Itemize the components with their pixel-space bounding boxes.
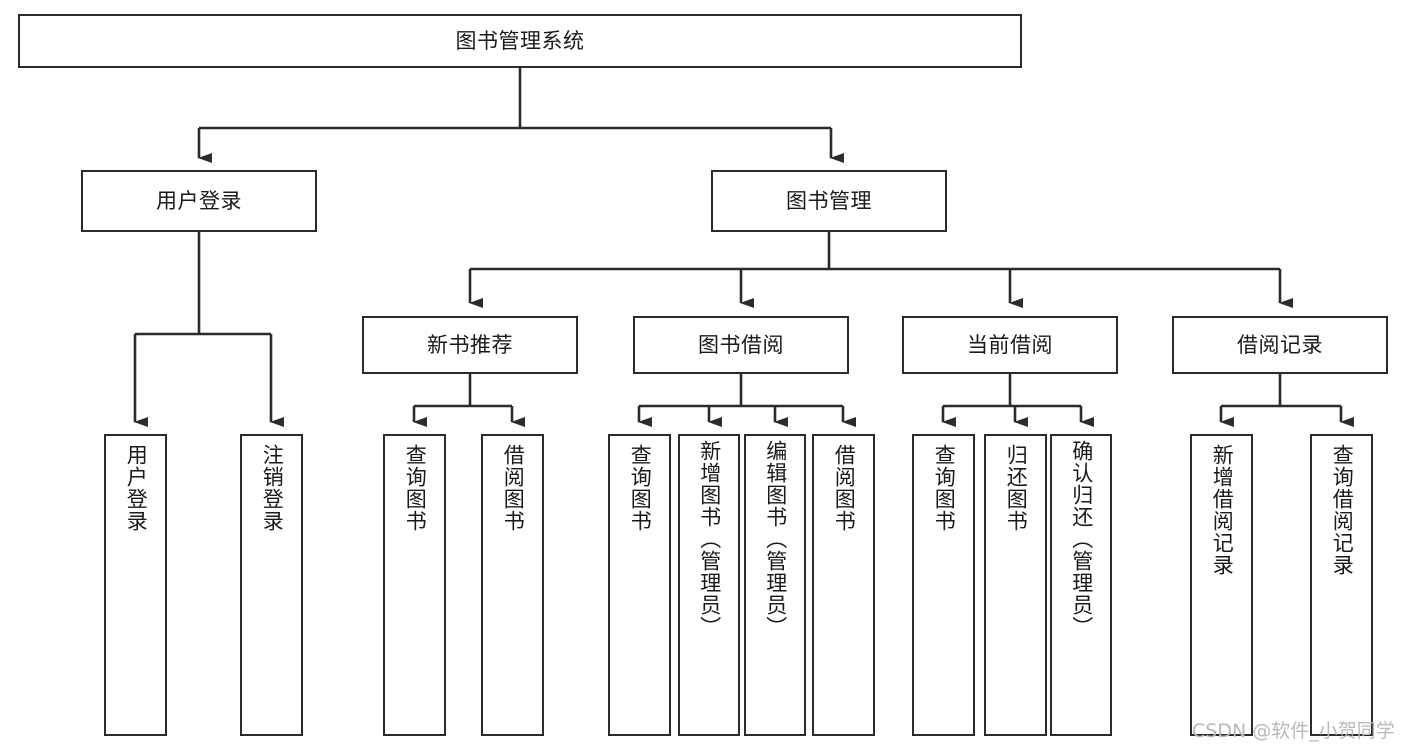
node-new-book-recommend[interactable]: 新书推荐: [362, 316, 578, 374]
node-leaf-add-book[interactable]: 新增图书（管理员）: [678, 434, 740, 736]
node-leaf-query-record[interactable]: 查询借阅记录: [1310, 434, 1373, 736]
node-current-borrow-label: 当前借阅: [967, 332, 1053, 357]
node-root-label: 图书管理系统: [455, 28, 585, 53]
node-leaf-query-book-2[interactable]: 查询图书: [608, 434, 671, 736]
node-leaf-query-record-label: 查询借阅记录: [1330, 444, 1355, 576]
node-user-login[interactable]: 用户登录: [81, 170, 317, 232]
node-leaf-return-book-label: 归还图书: [1004, 444, 1029, 532]
node-leaf-query-book-2-label: 查询图书: [628, 444, 653, 532]
node-leaf-query-book-1-label: 查询图书: [403, 444, 428, 532]
node-book-borrow[interactable]: 图书借阅: [633, 316, 849, 374]
node-book-manage-label: 图书管理: [786, 188, 872, 213]
node-leaf-add-book-label: 新增图书（管理员）: [697, 440, 722, 638]
node-leaf-borrow-book-1[interactable]: 借阅图书: [481, 434, 544, 736]
node-leaf-logout-label: 注销登录: [260, 444, 285, 532]
node-leaf-edit-book-label: 编辑图书（管理员）: [763, 440, 788, 638]
node-book-borrow-label: 图书借阅: [698, 332, 784, 357]
node-leaf-query-book-1[interactable]: 查询图书: [383, 434, 446, 736]
node-leaf-query-book-3-label: 查询图书: [932, 444, 957, 532]
node-leaf-confirm-return[interactable]: 确认归还（管理员）: [1050, 434, 1112, 736]
node-user-login-label: 用户登录: [156, 188, 242, 213]
node-new-book-recommend-label: 新书推荐: [427, 332, 513, 357]
node-leaf-return-book[interactable]: 归还图书: [984, 434, 1047, 736]
node-leaf-user-login-label: 用户登录: [124, 444, 149, 532]
watermark-text: CSDN @软件_小贺同学: [1192, 720, 1395, 742]
node-root[interactable]: 图书管理系统: [18, 14, 1022, 68]
node-book-manage[interactable]: 图书管理: [711, 170, 947, 232]
node-leaf-borrow-book-1-label: 借阅图书: [501, 444, 526, 532]
node-leaf-user-login[interactable]: 用户登录: [104, 434, 167, 736]
node-leaf-borrow-book-2-label: 借阅图书: [832, 444, 857, 532]
node-leaf-edit-book[interactable]: 编辑图书（管理员）: [744, 434, 806, 736]
node-leaf-borrow-book-2[interactable]: 借阅图书: [812, 434, 875, 736]
node-leaf-query-book-3[interactable]: 查询图书: [912, 434, 975, 736]
node-borrow-record-label: 借阅记录: [1237, 332, 1323, 357]
node-leaf-logout[interactable]: 注销登录: [240, 434, 303, 736]
node-borrow-record[interactable]: 借阅记录: [1172, 316, 1388, 374]
node-leaf-confirm-return-label: 确认归还（管理员）: [1069, 440, 1094, 638]
node-leaf-add-record[interactable]: 新增借阅记录: [1190, 434, 1253, 736]
node-leaf-add-record-label: 新增借阅记录: [1210, 444, 1235, 576]
node-current-borrow[interactable]: 当前借阅: [902, 316, 1118, 374]
